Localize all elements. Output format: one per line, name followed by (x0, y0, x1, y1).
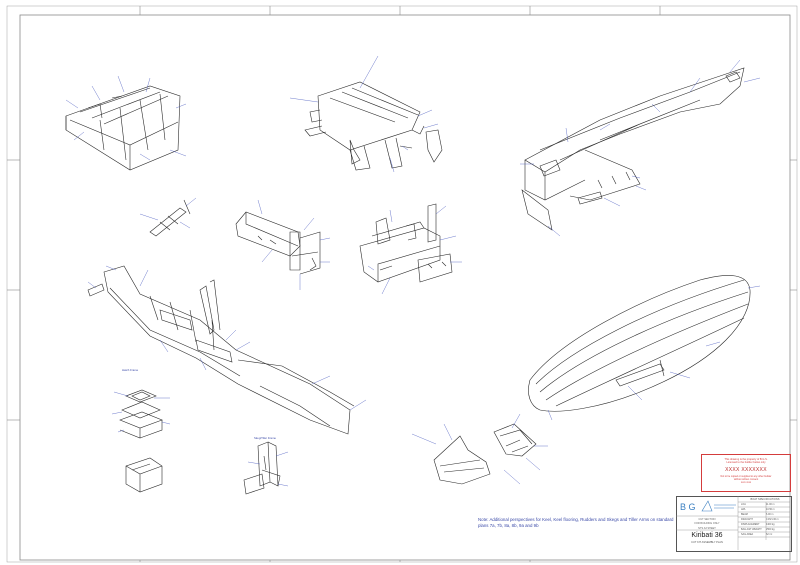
sheet-row-2: FOR BUILDING ONLY (694, 522, 720, 525)
spec-value: 0.45/1.30 m (766, 518, 779, 521)
locker-box-part (125, 457, 163, 493)
stamp-code: XXXX XXXXXXX (725, 467, 767, 473)
spec-key: DRAUGHT (741, 518, 753, 521)
spec-key: BALLAST WEIGHT (741, 528, 762, 531)
hull-shell-part (528, 275, 751, 412)
spec-value: 2500 kg (766, 528, 775, 531)
title-block-lines (676, 496, 790, 550)
hatch-frame-label: Hatch Frame (122, 368, 139, 372)
bg-logo: B G (680, 500, 736, 512)
drawing-subtitle: CUT KIT ASSEMBLY PLAN (691, 541, 723, 544)
sheet-row-1: CUT SECTION (698, 518, 716, 521)
hatch-frame-leaders (111, 391, 171, 433)
spec-key: BEAM (741, 513, 748, 516)
tiller-post-leaders (247, 451, 289, 487)
stamp-line-1: This drawing is the property of B.G.S. (724, 458, 768, 461)
keel-box-part (359, 203, 453, 283)
bow-frame-part (304, 81, 443, 171)
keel-box-leaders (367, 205, 462, 295)
strut-part (149, 199, 191, 237)
spec-key: LWL (741, 508, 746, 511)
tiller-post-part (243, 441, 281, 495)
bow-leaders (289, 55, 439, 173)
deck-assembly-part (521, 67, 745, 231)
spec-value: 11.00 m (766, 503, 775, 506)
strut-leaders (139, 197, 197, 229)
logo-text: B G (680, 502, 696, 512)
spec-value: 6.00 m (766, 513, 774, 516)
scale-row: NTS A3 SHEET (698, 527, 716, 530)
hull-frames-part (87, 265, 355, 435)
spec-key: SAIL AREA (741, 533, 754, 536)
stamp-line-4: Not to be copied or supplied to any othe… (720, 475, 772, 478)
mast-step-leaders (257, 199, 331, 290)
hull-frames-leaders (87, 265, 367, 411)
tiller-frame-label: Skeg/Tiller Frame (254, 436, 276, 440)
title-block (676, 496, 792, 552)
mast-step-part (235, 211, 321, 275)
grid-ticks (7, 6, 797, 562)
hull-shell-leaders (547, 285, 761, 421)
sheet-frame (6, 5, 798, 563)
hatch-frame-part (119, 389, 163, 439)
cockpit-assembly-part (65, 85, 181, 171)
deck-leaders (520, 59, 761, 237)
spec-header: BOAT SPECIFICATIONS (750, 498, 780, 501)
rudder-part (433, 423, 537, 485)
spec-key: LOA (741, 503, 746, 506)
stamp-line-2: Licensed to the builder below only (726, 461, 766, 464)
drawing-note: Note: Additional perspectives for Keel, … (478, 517, 674, 528)
spec-value: 4400 kg (766, 523, 775, 526)
licence-stamp: This drawing is the property of B.G.S. L… (701, 454, 791, 492)
drawing-title: Kiribati 36 (691, 532, 723, 539)
spec-key: DISPLACEMENT (741, 523, 760, 526)
stamp-line-5: without written consent (733, 478, 759, 481)
cockpit-leaders (65, 75, 187, 161)
spec-value: 62 m² (766, 533, 773, 536)
rudder-leaders (411, 413, 548, 485)
stamp-line-6: xxxx xxxx (740, 481, 752, 484)
spec-value: 10.50 m (766, 508, 775, 511)
